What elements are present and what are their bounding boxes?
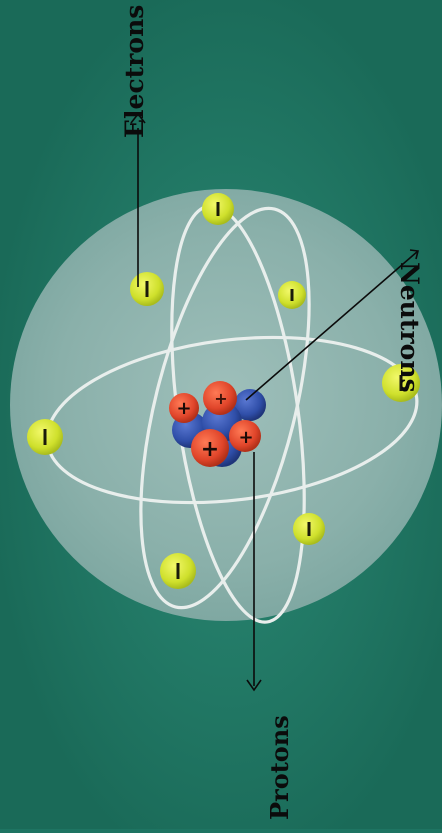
electron	[130, 272, 164, 306]
protons-label: Protons	[265, 715, 294, 820]
proton-sign: +	[214, 389, 227, 408]
electron	[202, 193, 234, 225]
electrons-label: Electrons	[120, 5, 149, 138]
electron	[278, 281, 306, 309]
electron	[27, 419, 63, 455]
proton-sign: +	[238, 427, 253, 448]
electron	[160, 553, 196, 589]
proton-sign: +	[201, 437, 219, 462]
electron	[293, 513, 325, 545]
proton-sign: +	[176, 398, 191, 419]
neutrons-label: Neutrons	[395, 262, 424, 393]
